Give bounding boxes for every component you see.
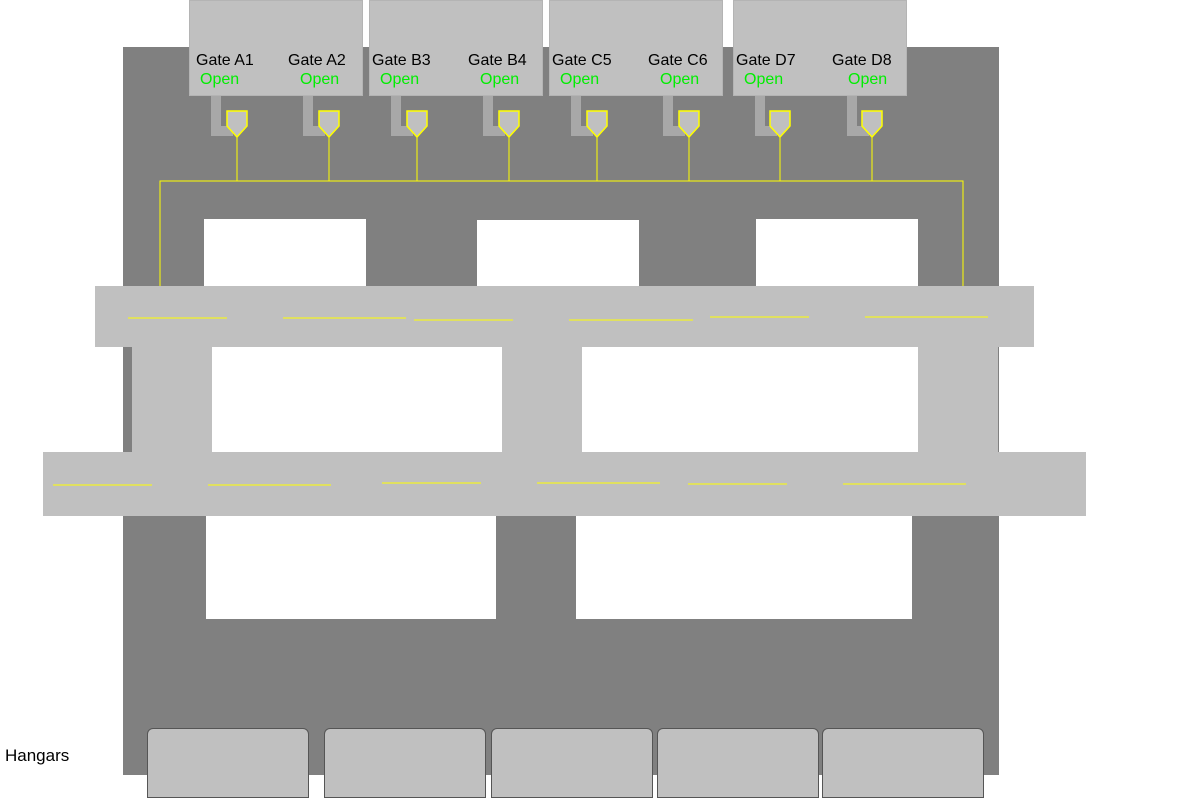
jetway-base (663, 96, 673, 136)
gate-status: Open (200, 71, 240, 88)
jetway-base (391, 126, 413, 136)
stand-marker-icon (861, 110, 883, 139)
jetway-base (391, 96, 401, 136)
jetway-base (847, 126, 869, 136)
stand-marker-icon (498, 110, 520, 139)
hangars-label: Hangars (5, 746, 70, 765)
taxi-guide-line (159, 180, 964, 286)
gate-name: Gate C5 (552, 52, 612, 69)
taxiway-connector (918, 346, 998, 453)
hangar[interactable] (147, 728, 309, 798)
jetway-base (663, 126, 685, 136)
taxi-guide-lines (53, 136, 988, 486)
gate-name: Gate A1 (196, 52, 254, 69)
stand-marker-icon (678, 110, 700, 139)
hangar[interactable] (657, 728, 819, 798)
jetway-base (483, 126, 505, 136)
gate-name: Gate B4 (468, 52, 527, 69)
jetway-base (755, 126, 777, 136)
terminal-b (369, 0, 543, 96)
gate-status: Open (848, 71, 888, 88)
gate-status: Open (380, 71, 420, 88)
infield (756, 219, 918, 287)
infield (582, 347, 918, 452)
jetway-base (571, 126, 593, 136)
jetway-base (211, 126, 233, 136)
gate-status: Open (300, 71, 340, 88)
infield (204, 219, 366, 287)
gate-status: Open (560, 71, 600, 88)
jetway-base (211, 96, 221, 136)
hangar[interactable] (324, 728, 486, 798)
hangar[interactable] (822, 728, 984, 798)
infield (206, 516, 496, 619)
gate-stand-markers (226, 110, 883, 139)
gate-status: Open (744, 71, 784, 88)
gate-name: Gate D7 (736, 52, 796, 69)
jetway-base (847, 96, 857, 136)
gate-name: Gate C6 (648, 52, 708, 69)
gate-name: Gate A2 (288, 52, 346, 69)
terminal-c (549, 0, 723, 96)
stand-marker-icon (406, 110, 428, 139)
gate-name: Gate D8 (832, 52, 892, 69)
jetway-base (755, 96, 765, 136)
terminal-a (189, 0, 363, 96)
terminal-d (733, 0, 907, 96)
gate-name: Gate B3 (372, 52, 431, 69)
gate-status: Open (480, 71, 520, 88)
hangar[interactable] (491, 728, 653, 798)
stand-marker-icon (226, 110, 248, 139)
infield (576, 516, 912, 619)
taxiway-connector (132, 346, 212, 453)
stand-marker-icon (586, 110, 608, 139)
gate-status: Open (660, 71, 700, 88)
jetway-base (483, 96, 493, 136)
jetway-base (571, 96, 581, 136)
jetway-base (303, 96, 313, 136)
infield (212, 347, 502, 452)
stand-marker-icon (318, 110, 340, 139)
jetway-base (303, 126, 325, 136)
infield (477, 220, 639, 287)
taxiway-connector (502, 346, 582, 453)
stand-marker-icon (769, 110, 791, 139)
